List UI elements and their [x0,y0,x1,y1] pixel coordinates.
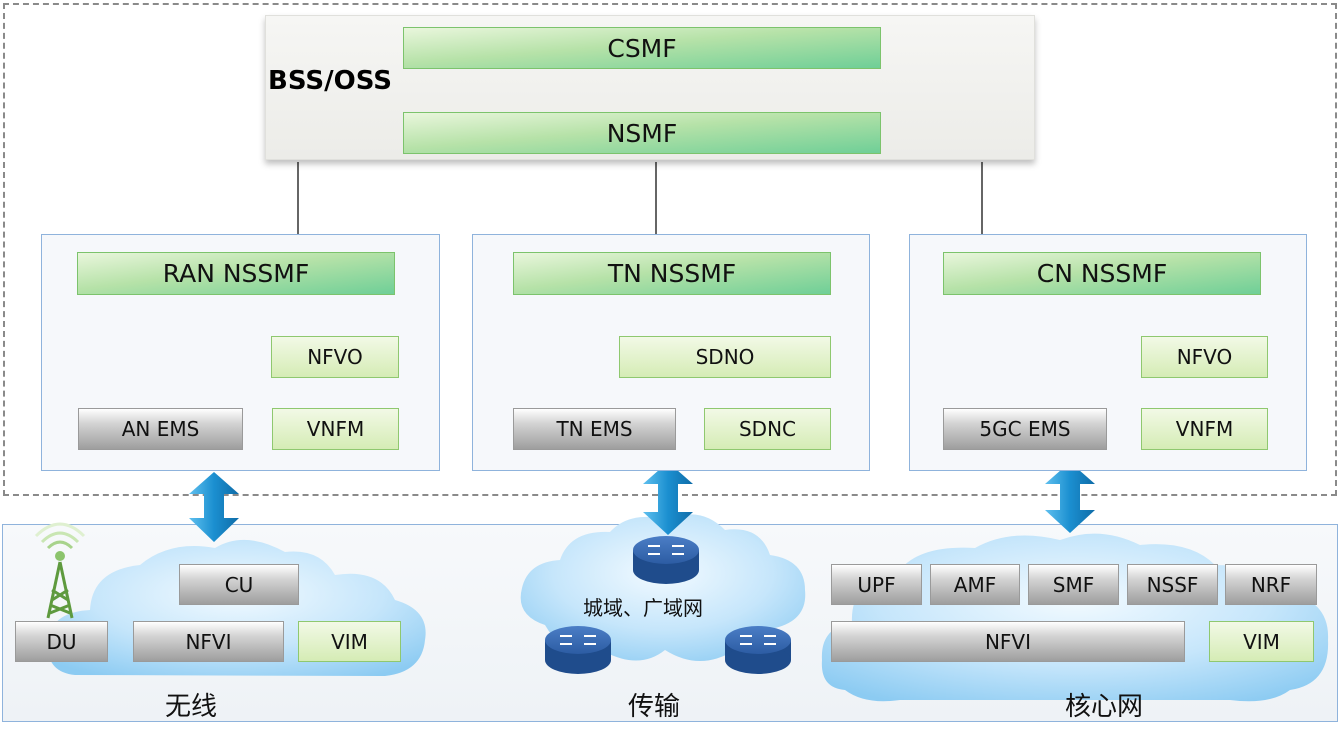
cn-nfvo-box: NFVO [1141,336,1268,378]
ran-nfvo-box: NFVO [271,336,399,378]
cn-vnfm-box: VNFM [1141,408,1268,450]
core-upf-box: UPF [831,564,922,605]
core-vim-box: VIM [1209,621,1314,662]
transport-cloud-label: 城域、广域网 [583,596,703,620]
radio-cu-box: CU [179,564,299,605]
radio-nfvi-box: NFVI [133,621,284,662]
tn-bidirectional-arrow [643,462,693,535]
core-nfvi-box: NFVI [831,621,1185,662]
ran-bidirectional-arrow [189,472,239,542]
core-domain-label: 核心网 [1065,692,1144,722]
transport-cloud [520,514,806,661]
tn-sdnc-box: SDNC [704,408,831,450]
core-smf-box: SMF [1028,564,1119,605]
cn-5gc-ems-box: 5GC EMS [943,408,1107,450]
core-amf-box: AMF [930,564,1020,605]
core-cloud [821,533,1329,702]
radio-du-box: DU [15,621,108,662]
ran-nssmf-title: RAN NSSMF [77,252,395,295]
bss-oss-label: BSS/OSS [268,66,392,96]
router-icon-top [633,536,699,584]
nsmf-box: NSMF [403,112,881,154]
router-icon-left [545,626,611,674]
csmf-box: CSMF [403,27,881,69]
radio-domain-label: 无线 [165,692,218,722]
ran-an-ems-box: AN EMS [78,408,243,450]
transport-domain-label: 传输 [628,692,681,722]
router-icon-right [725,626,791,674]
cn-bidirectional-arrow [1045,462,1095,533]
tn-sdno-box: SDNO [619,336,831,378]
cn-nssmf-title: CN NSSMF [943,252,1261,295]
tn-ems-box: TN EMS [513,408,676,450]
core-nrf-box: NRF [1225,564,1317,605]
core-nssf-box: NSSF [1127,564,1218,605]
tn-nssmf-title: TN NSSMF [513,252,831,295]
antenna-tower-icon [34,522,86,619]
radio-vim-box: VIM [298,621,401,662]
ran-vnfm-box: VNFM [272,408,399,450]
